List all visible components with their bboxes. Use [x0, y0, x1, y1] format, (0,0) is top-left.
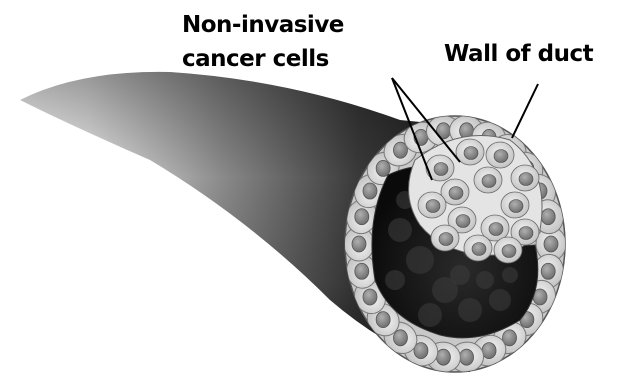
label-cancer-cells-line1: Non-invasive: [182, 12, 344, 38]
cancer-cell: [486, 142, 514, 168]
cancer-cell: [464, 235, 492, 261]
cancer-cell: [501, 192, 529, 218]
cancer-cell: [494, 237, 522, 263]
cancer-cell: [431, 225, 459, 251]
cancer-cell: [474, 167, 502, 193]
label-cancer-cells-line2: cancer cells: [182, 46, 329, 72]
cancer-cell: [511, 165, 539, 191]
label-duct-wall: Wall of duct: [444, 41, 594, 67]
leader-line-wall: [512, 84, 538, 138]
cancer-cell: [418, 192, 446, 218]
